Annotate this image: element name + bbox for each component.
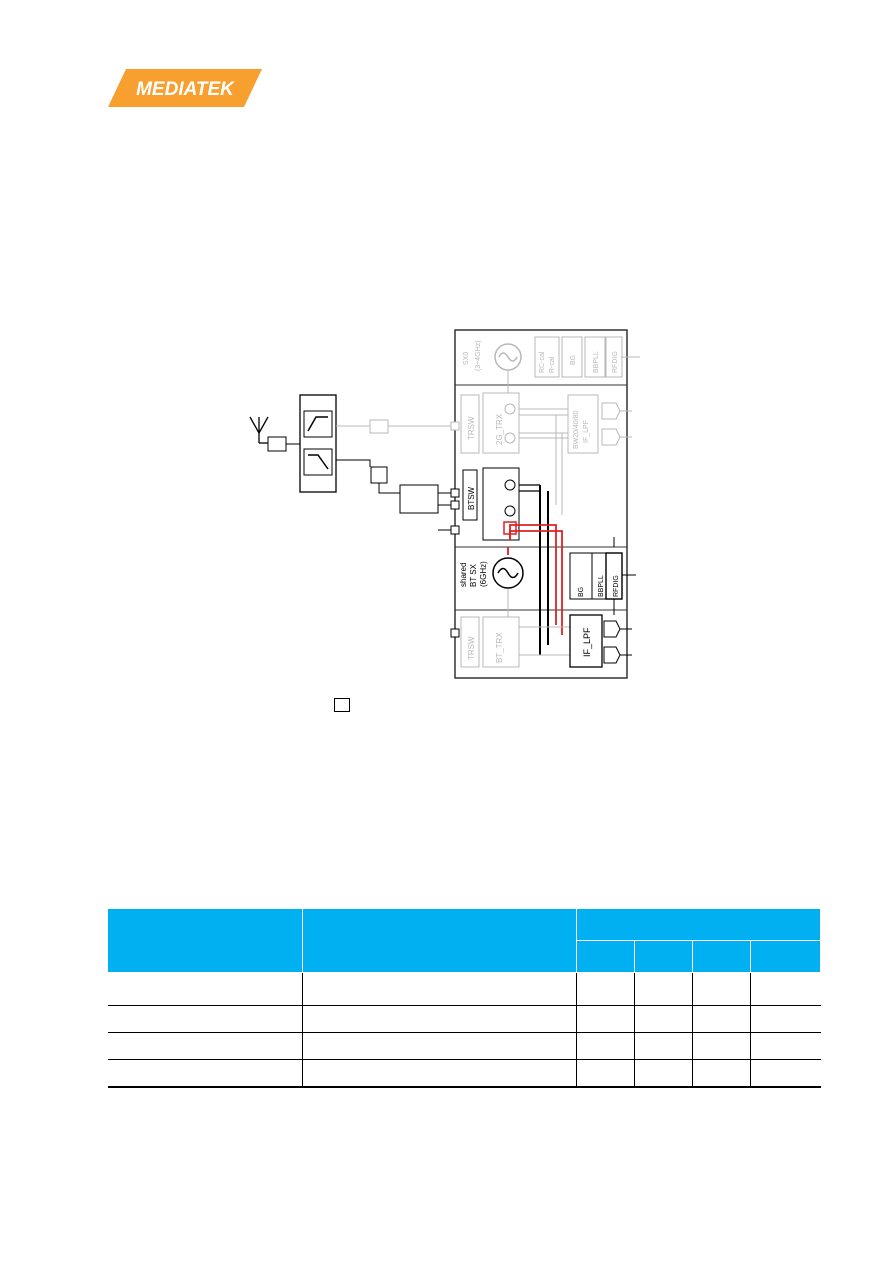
table-cell	[692, 1005, 751, 1033]
sx0-freq: (3~4GHz)	[475, 340, 482, 371]
header-cell	[692, 940, 751, 973]
shared-sx-1: shared	[459, 563, 468, 587]
table-cell	[576, 1032, 635, 1060]
sx0-group	[494, 343, 522, 371]
table-cell	[576, 1005, 635, 1033]
table-row	[107, 1059, 821, 1088]
r-cal-label: R-cal	[549, 356, 556, 373]
rfdig-label: RFDIG	[612, 351, 619, 373]
table-cell	[302, 1005, 577, 1033]
table-row	[107, 972, 821, 1006]
wifi-trsw-label: TRSW	[467, 416, 476, 440]
legend-square	[334, 698, 350, 712]
wifi-bw-label: BW20/40/80	[573, 410, 580, 449]
bt-trx-label: BT_TRX	[495, 632, 504, 663]
table-cell	[634, 972, 693, 1006]
table-header-row	[107, 908, 821, 973]
wifi-trx-label: 2G_TRX	[495, 413, 504, 445]
table-cell	[750, 1005, 821, 1033]
table-cell	[692, 1032, 751, 1060]
bt-bg-label: BG	[578, 587, 585, 597]
sx0-label: SX0	[463, 352, 470, 365]
header-cell	[750, 940, 821, 973]
shared-sx-3: (6GHz)	[479, 561, 488, 587]
table-cell	[692, 1059, 751, 1088]
rc-cal-label: RC-cal	[539, 351, 546, 373]
table-cell	[107, 972, 303, 1006]
table-cell	[750, 1059, 821, 1088]
table-cell	[107, 1005, 303, 1033]
header-cell	[634, 940, 693, 973]
iflpf-label: IF_LPF	[582, 627, 592, 657]
table-cell	[302, 972, 577, 1006]
table-cell	[576, 1059, 635, 1088]
bt-bbpll-label: BBPLL	[598, 575, 605, 597]
table-cell	[634, 1059, 693, 1088]
btsw-label: BTSW	[467, 486, 476, 510]
bbpll-label: BBPLL	[593, 351, 600, 373]
table-row	[107, 1032, 821, 1060]
table-subheader-row	[108, 940, 821, 973]
table-cell	[634, 1032, 693, 1060]
table-cell	[107, 1032, 303, 1060]
header-cell	[107, 908, 303, 973]
table-cell	[302, 1059, 577, 1088]
rf-block-diagram: SX0 (3~4GHz) RC-cal R-cal BG BBPLL RFDIG…	[249, 329, 640, 679]
header-cell	[576, 940, 635, 973]
spec-table	[107, 908, 821, 1088]
table-cell	[750, 1032, 821, 1060]
header-cell	[302, 908, 577, 973]
wifi-iflpf-label: IF_LPF	[583, 420, 590, 443]
table-cell	[107, 1059, 303, 1088]
antenna-icon	[249, 416, 269, 444]
table-cell	[576, 972, 635, 1006]
bt-rfdig-label: RFDIG	[613, 575, 620, 597]
bg-label: BG	[570, 355, 577, 365]
table-cell	[634, 1005, 693, 1033]
shared-sx-2: BT SX	[469, 563, 478, 587]
table-cell	[302, 1032, 577, 1060]
logo-text: MEDIATEK	[136, 79, 235, 100]
table-cell	[692, 972, 751, 1006]
mediatek-logo: MEDIATEK	[108, 69, 262, 107]
bt-trsw-label: TRSW	[467, 636, 476, 660]
table-row	[107, 1005, 821, 1033]
header-cell-group	[576, 908, 821, 941]
table-cell	[750, 972, 821, 1006]
